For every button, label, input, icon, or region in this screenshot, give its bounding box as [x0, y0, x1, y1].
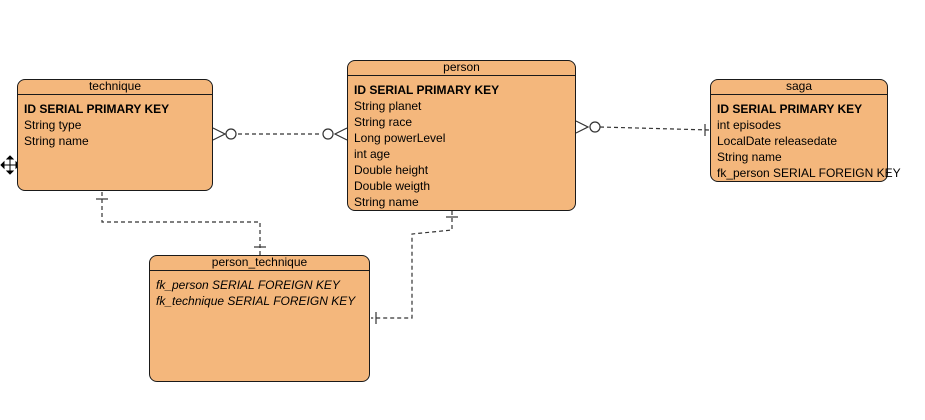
field-primary-key: ID SERIAL PRIMARY KEY: [354, 83, 500, 97]
entity-saga[interactable]: saga ID SERIAL PRIMARY KEY int episodes …: [710, 79, 901, 182]
field-primary-key: ID SERIAL PRIMARY KEY: [24, 102, 170, 116]
crows-foot-person-right-end: [575, 120, 601, 134]
field-primary-key: ID SERIAL PRIMARY KEY: [717, 102, 863, 116]
connector-technique-person-technique[interactable]: [101, 192, 261, 256]
entity-fields: ID SERIAL PRIMARY KEY String planet Stri…: [348, 76, 575, 210]
field: String race: [354, 115, 413, 129]
field: String planet: [354, 99, 422, 113]
entity-person[interactable]: person ID SERIAL PRIMARY KEY String plan…: [347, 60, 576, 211]
field: String name: [717, 150, 782, 164]
field: Double weigth: [354, 179, 431, 193]
field: String name: [354, 195, 419, 209]
entity-technique[interactable]: technique ID SERIAL PRIMARY KEY String t…: [17, 79, 213, 191]
entity-title: person: [348, 61, 575, 76]
crows-foot-technique-end: [212, 127, 237, 141]
crows-foot-person-left-end: [322, 127, 348, 141]
field: fk_person SERIAL FOREIGN KEY: [717, 166, 901, 180]
field-foreign-key: fk_person SERIAL FOREIGN KEY: [156, 278, 340, 292]
connector-person-person-technique[interactable]: [371, 211, 453, 319]
field: String name: [24, 134, 89, 148]
entity-fields: ID SERIAL PRIMARY KEY int episodes Local…: [711, 95, 901, 181]
field: Double height: [354, 163, 429, 177]
field: Long powerLevel: [354, 131, 446, 145]
entity-fields: fk_person SERIAL FOREIGN KEY fk_techniqu…: [150, 271, 369, 309]
entity-title: technique: [18, 80, 212, 95]
entity-fields: ID SERIAL PRIMARY KEY String type String…: [18, 95, 212, 149]
field-foreign-key: fk_technique SERIAL FOREIGN KEY: [156, 294, 356, 308]
entity-title: person_technique: [150, 256, 369, 271]
field: int episodes: [717, 118, 782, 132]
entity-title: saga: [711, 80, 887, 95]
connector-person-saga[interactable]: [599, 126, 711, 131]
field: int age: [354, 147, 391, 161]
field: LocalDate releasedate: [717, 134, 838, 148]
entity-person-technique[interactable]: person_technique fk_person SERIAL FOREIG…: [149, 255, 370, 382]
field: String type: [24, 118, 82, 132]
